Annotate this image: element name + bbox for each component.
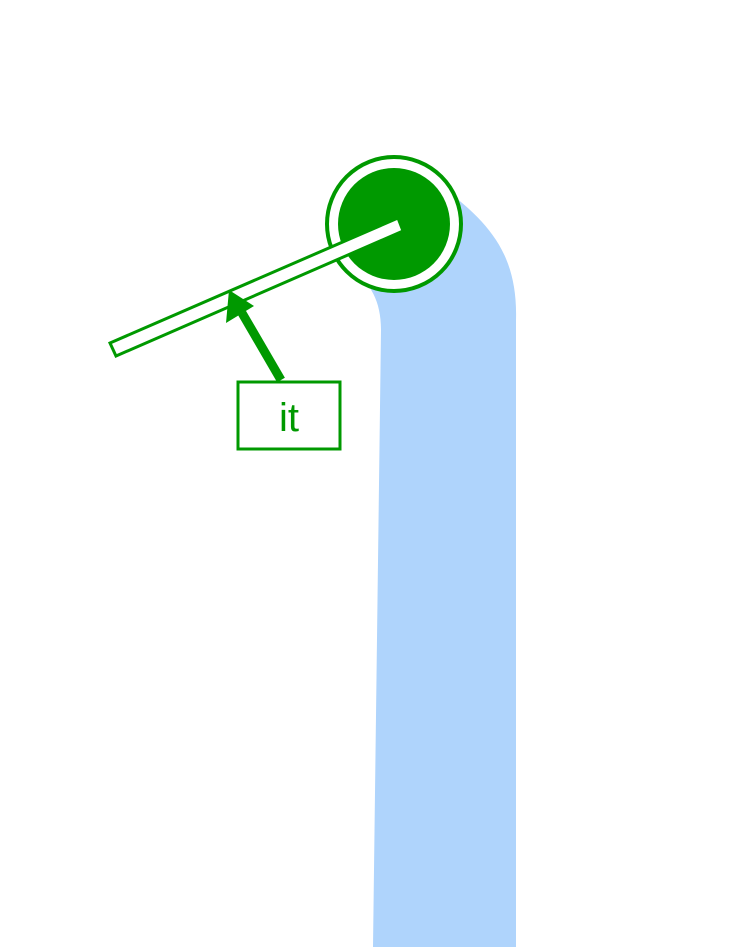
arrow-shaft [238, 310, 285, 383]
arrowhead-icon [226, 290, 254, 323]
white-handle-bar [107, 216, 405, 358]
light-blue-path [355, 185, 517, 947]
label-text: it [279, 396, 299, 440]
label-box-frame [236, 380, 342, 451]
label-box: it [236, 380, 342, 451]
arrow-pointer [226, 290, 285, 383]
